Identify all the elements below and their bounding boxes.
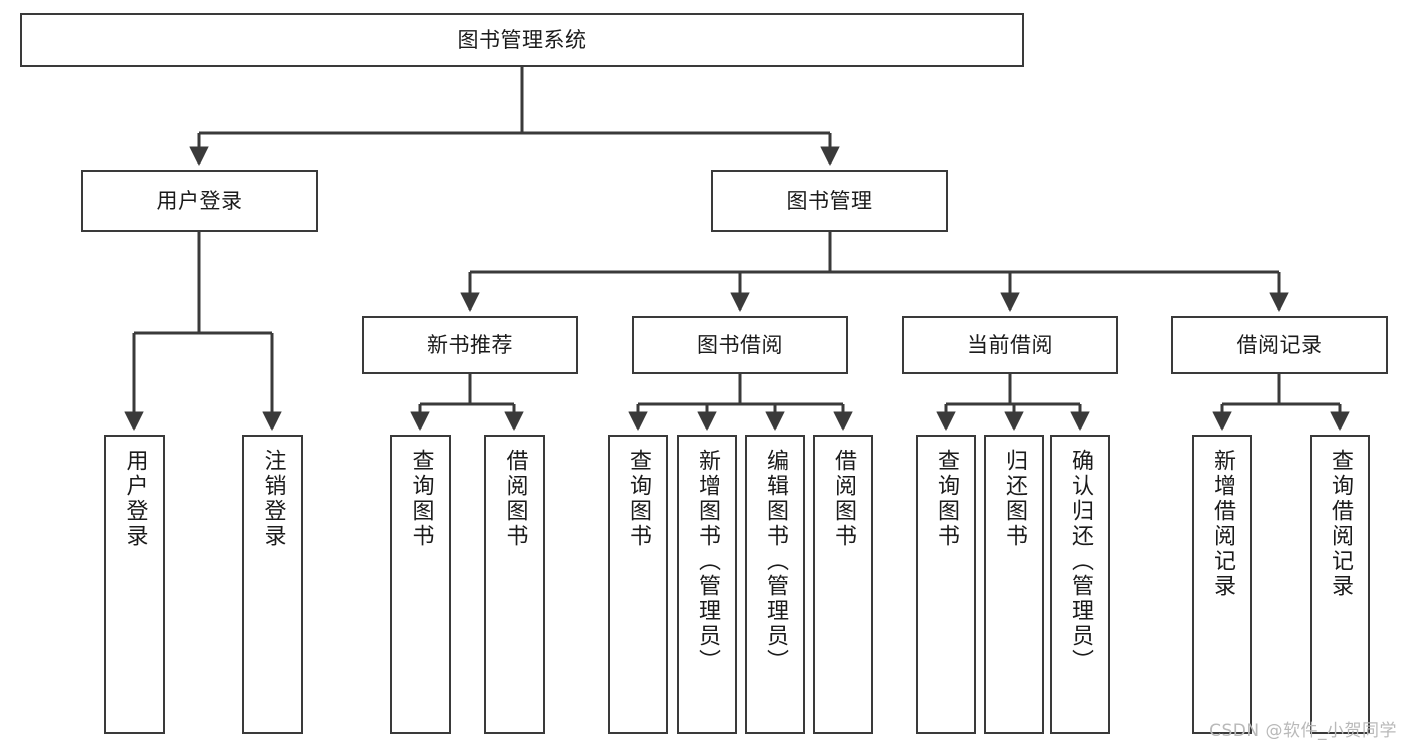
node-leaf-edit-book-admin-label: 编辑图书（管理员）	[763, 449, 788, 674]
node-user-login-module[interactable]: 用户登录	[81, 170, 318, 232]
node-current-borrow[interactable]: 当前借阅	[902, 316, 1118, 374]
node-leaf-edit-book-admin[interactable]: 编辑图书（管理员）	[745, 435, 805, 734]
node-leaf-user-login[interactable]: 用户登录	[104, 435, 165, 734]
node-leaf-query-borrow-record-label: 查询借阅记录	[1328, 449, 1353, 599]
node-leaf-user-logout[interactable]: 注销登录	[242, 435, 303, 734]
node-user-login-module-label: 用户登录	[156, 188, 243, 213]
csdn-watermark: CSDN @软件_小贺同学	[1209, 721, 1397, 741]
node-leaf-user-logout-label: 注销登录	[260, 449, 286, 549]
node-leaf-user-login-label: 用户登录	[122, 449, 148, 549]
node-leaf-new-borrow-book[interactable]: 借阅图书	[484, 435, 545, 734]
node-leaf-confirm-return-admin[interactable]: 确认归还（管理员）	[1050, 435, 1110, 734]
node-book-management-module[interactable]: 图书管理	[711, 170, 948, 232]
node-new-book-recommend[interactable]: 新书推荐	[362, 316, 578, 374]
node-borrow-record[interactable]: 借阅记录	[1171, 316, 1388, 374]
node-leaf-borrow-lend-book-label: 借阅图书	[831, 449, 856, 549]
node-book-borrow[interactable]: 图书借阅	[632, 316, 848, 374]
node-leaf-new-query-book[interactable]: 查询图书	[390, 435, 451, 734]
node-leaf-add-borrow-record-label: 新增借阅记录	[1210, 449, 1235, 599]
node-leaf-new-borrow-book-label: 借阅图书	[502, 449, 528, 549]
node-leaf-borrow-lend-book[interactable]: 借阅图书	[813, 435, 873, 734]
node-current-borrow-label: 当前借阅	[967, 332, 1053, 357]
node-book-borrow-label: 图书借阅	[697, 332, 783, 357]
node-leaf-new-query-book-label: 查询图书	[408, 449, 434, 549]
node-leaf-borrow-query-book[interactable]: 查询图书	[608, 435, 668, 734]
node-new-book-recommend-label: 新书推荐	[427, 332, 513, 357]
node-root[interactable]: 图书管理系统	[20, 13, 1024, 67]
node-leaf-query-borrow-record[interactable]: 查询借阅记录	[1310, 435, 1370, 734]
node-borrow-record-label: 借阅记录	[1236, 332, 1323, 357]
node-leaf-add-borrow-record[interactable]: 新增借阅记录	[1192, 435, 1252, 734]
node-leaf-add-book-admin-label: 新增图书（管理员）	[695, 449, 720, 674]
node-leaf-add-book-admin[interactable]: 新增图书（管理员）	[677, 435, 737, 734]
node-leaf-current-query-book[interactable]: 查询图书	[916, 435, 976, 734]
node-leaf-confirm-return-admin-label: 确认归还（管理员）	[1068, 449, 1093, 674]
node-leaf-return-book[interactable]: 归还图书	[984, 435, 1044, 734]
node-leaf-current-query-book-label: 查询图书	[934, 449, 959, 549]
node-leaf-borrow-query-book-label: 查询图书	[626, 449, 651, 549]
node-leaf-return-book-label: 归还图书	[1002, 449, 1027, 549]
node-book-management-module-label: 图书管理	[786, 188, 873, 213]
node-root-label: 图书管理系统	[457, 27, 587, 52]
